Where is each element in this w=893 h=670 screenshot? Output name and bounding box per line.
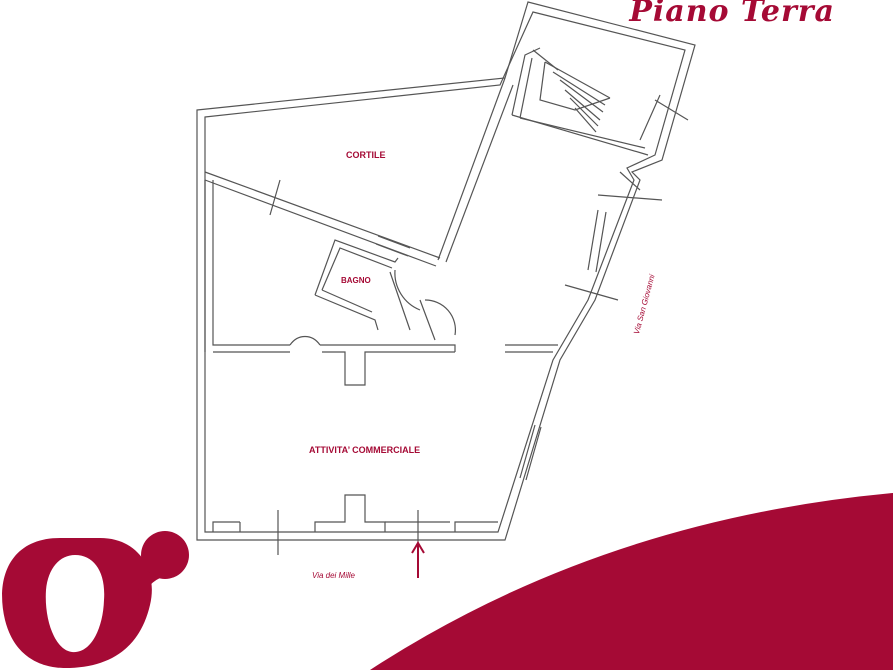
brand-curve [370,493,893,670]
page-title: Piano Terra [629,0,835,29]
street-label-via-dei-mille: Via dei Mille [312,571,355,580]
room-label-bagno: BAGNO [341,276,371,285]
brand-logo [2,531,189,668]
room-label-cortile: CORTILE [346,150,386,160]
room-label-attivita-commerciale: ATTIVITA’ COMMERCIALE [309,445,421,455]
walls [196,1,696,555]
arrow-up-icon [411,541,425,578]
